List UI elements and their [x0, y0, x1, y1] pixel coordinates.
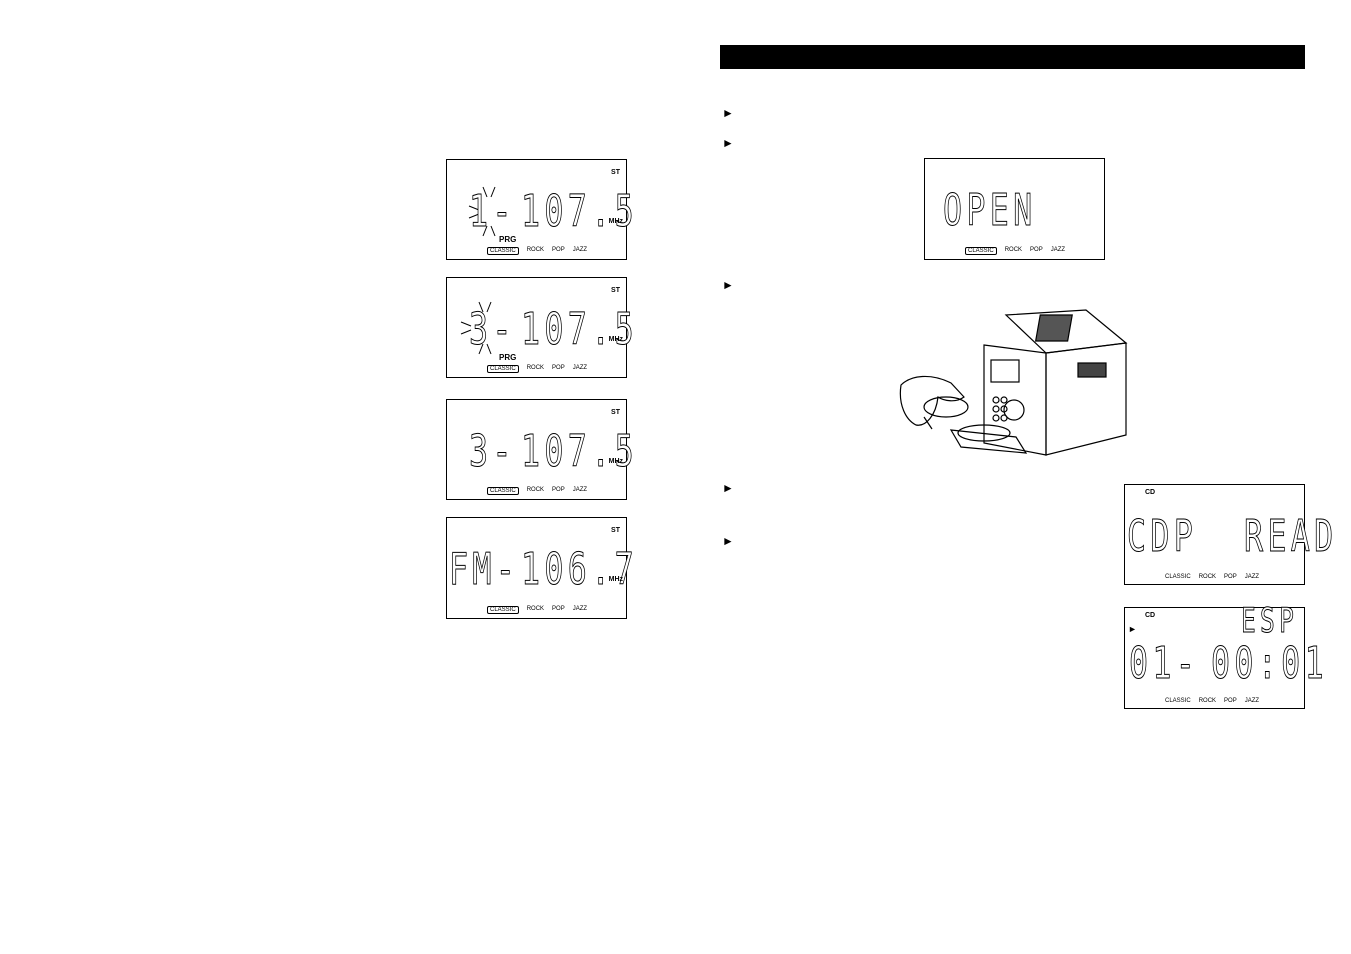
frequency-readout: 107.5: [521, 304, 638, 355]
eq-labels: CLASSIC ROCK POP JAZZ: [487, 487, 587, 495]
eq-labels: CLASSIC ROCK POP JAZZ: [965, 247, 1065, 255]
program-indicator: PRG: [499, 353, 517, 362]
bullet-arrow-icon: ►: [722, 106, 734, 120]
bullet-arrow-icon: ►: [722, 481, 734, 495]
eq-labels: CLASSIC ROCK POP JAZZ: [1165, 698, 1260, 704]
eq-labels: CLASSIC ROCK POP JAZZ: [487, 247, 587, 255]
cd-read-readout: CDP READ: [1127, 511, 1338, 562]
lcd-display-fm: ST FM- 106.7 MHz CLASSIC ROCK POP JAZZ: [446, 517, 634, 619]
cd-indicator: CD: [1145, 489, 1156, 496]
blink-burst-icon: [460, 301, 492, 355]
unit-label: MHz: [608, 458, 623, 465]
blink-burst-icon: [468, 186, 496, 237]
lcd-display-preset-1: ST 1- 107.5 MHz PRG CLASSIC ROCK POP JAZ…: [446, 159, 634, 260]
frequency-readout: 106.7: [521, 544, 638, 595]
stereo-indicator: ST: [611, 287, 620, 294]
section-header-bar: [720, 45, 1305, 69]
unit-label: MHz: [608, 336, 623, 343]
unit-label: MHz: [608, 218, 623, 225]
esp-indicator: ESP: [1241, 601, 1299, 641]
cd-player-illustration: [899, 309, 1128, 456]
lcd-display-preset-3-blink: ST 3- 107.5 MHz PRG CLASSIC ROCK POP JAZ…: [446, 277, 634, 378]
stereo-indicator: ST: [611, 169, 620, 176]
elapsed-time: 00:01: [1211, 638, 1328, 689]
cd-indicator: CD: [1145, 612, 1156, 619]
track-number: 01-: [1129, 638, 1200, 689]
lcd-display-cd-read: CD CDP READ CLASSIC ROCK POP JAZZ: [1124, 484, 1334, 585]
bullet-arrow-icon: ►: [722, 278, 734, 292]
frequency-readout: 107.5: [521, 186, 638, 237]
bullet-arrow-icon: ►: [722, 534, 734, 548]
unit-label: MHz: [608, 576, 623, 583]
eq-labels: CLASSIC ROCK POP JAZZ: [487, 365, 587, 373]
eq-labels: CLASSIC ROCK POP JAZZ: [1165, 574, 1260, 580]
stereo-indicator: ST: [611, 409, 620, 416]
bullet-arrow-icon: ►: [722, 136, 734, 150]
eq-labels: CLASSIC ROCK POP JAZZ: [487, 606, 587, 614]
stereo-indicator: ST: [611, 527, 620, 534]
preset-number: 3-: [469, 304, 516, 355]
frequency-readout: 107.5: [521, 426, 638, 477]
program-indicator: PRG: [499, 235, 517, 244]
preset-number: 3-: [469, 426, 516, 477]
lcd-display-open: OPEN CLASSIC ROCK POP JAZZ: [924, 158, 1105, 260]
play-icon: ►: [1128, 624, 1137, 634]
open-readout: OPEN: [943, 185, 1037, 236]
lcd-display-preset-3: ST 3- 107.5 MHz CLASSIC ROCK POP JAZZ: [446, 399, 634, 500]
preset-number: 1-: [469, 186, 516, 237]
lcd-display-esp: CD ► ESP 01- 00:01 CLASSIC ROCK POP JAZZ: [1124, 601, 1324, 709]
band-label: FM-: [449, 544, 520, 595]
